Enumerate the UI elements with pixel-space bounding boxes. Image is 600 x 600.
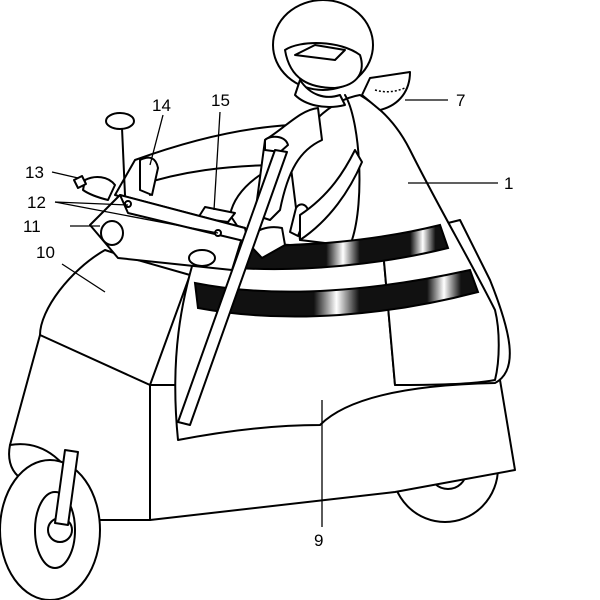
rider-head <box>272 0 411 111</box>
label-12: 12 <box>27 193 46 212</box>
headlamp-housing <box>89 194 249 271</box>
callout-lines <box>51 99 498 527</box>
label-1: 1 <box>504 174 513 193</box>
label-11: 11 <box>23 217 41 236</box>
label-10: 10 <box>36 243 55 262</box>
reference-labels: 7 1 9 10 11 12 13 14 15 <box>23 91 513 550</box>
label-7: 7 <box>456 91 465 110</box>
label-9: 9 <box>314 531 323 550</box>
front-wheel <box>0 449 101 600</box>
label-15: 15 <box>211 91 230 110</box>
handlebar <box>73 112 135 201</box>
steering-strut <box>177 149 288 426</box>
label-14: 14 <box>152 96 171 115</box>
reflective-bands <box>193 223 480 318</box>
label-13: 13 <box>25 163 44 182</box>
